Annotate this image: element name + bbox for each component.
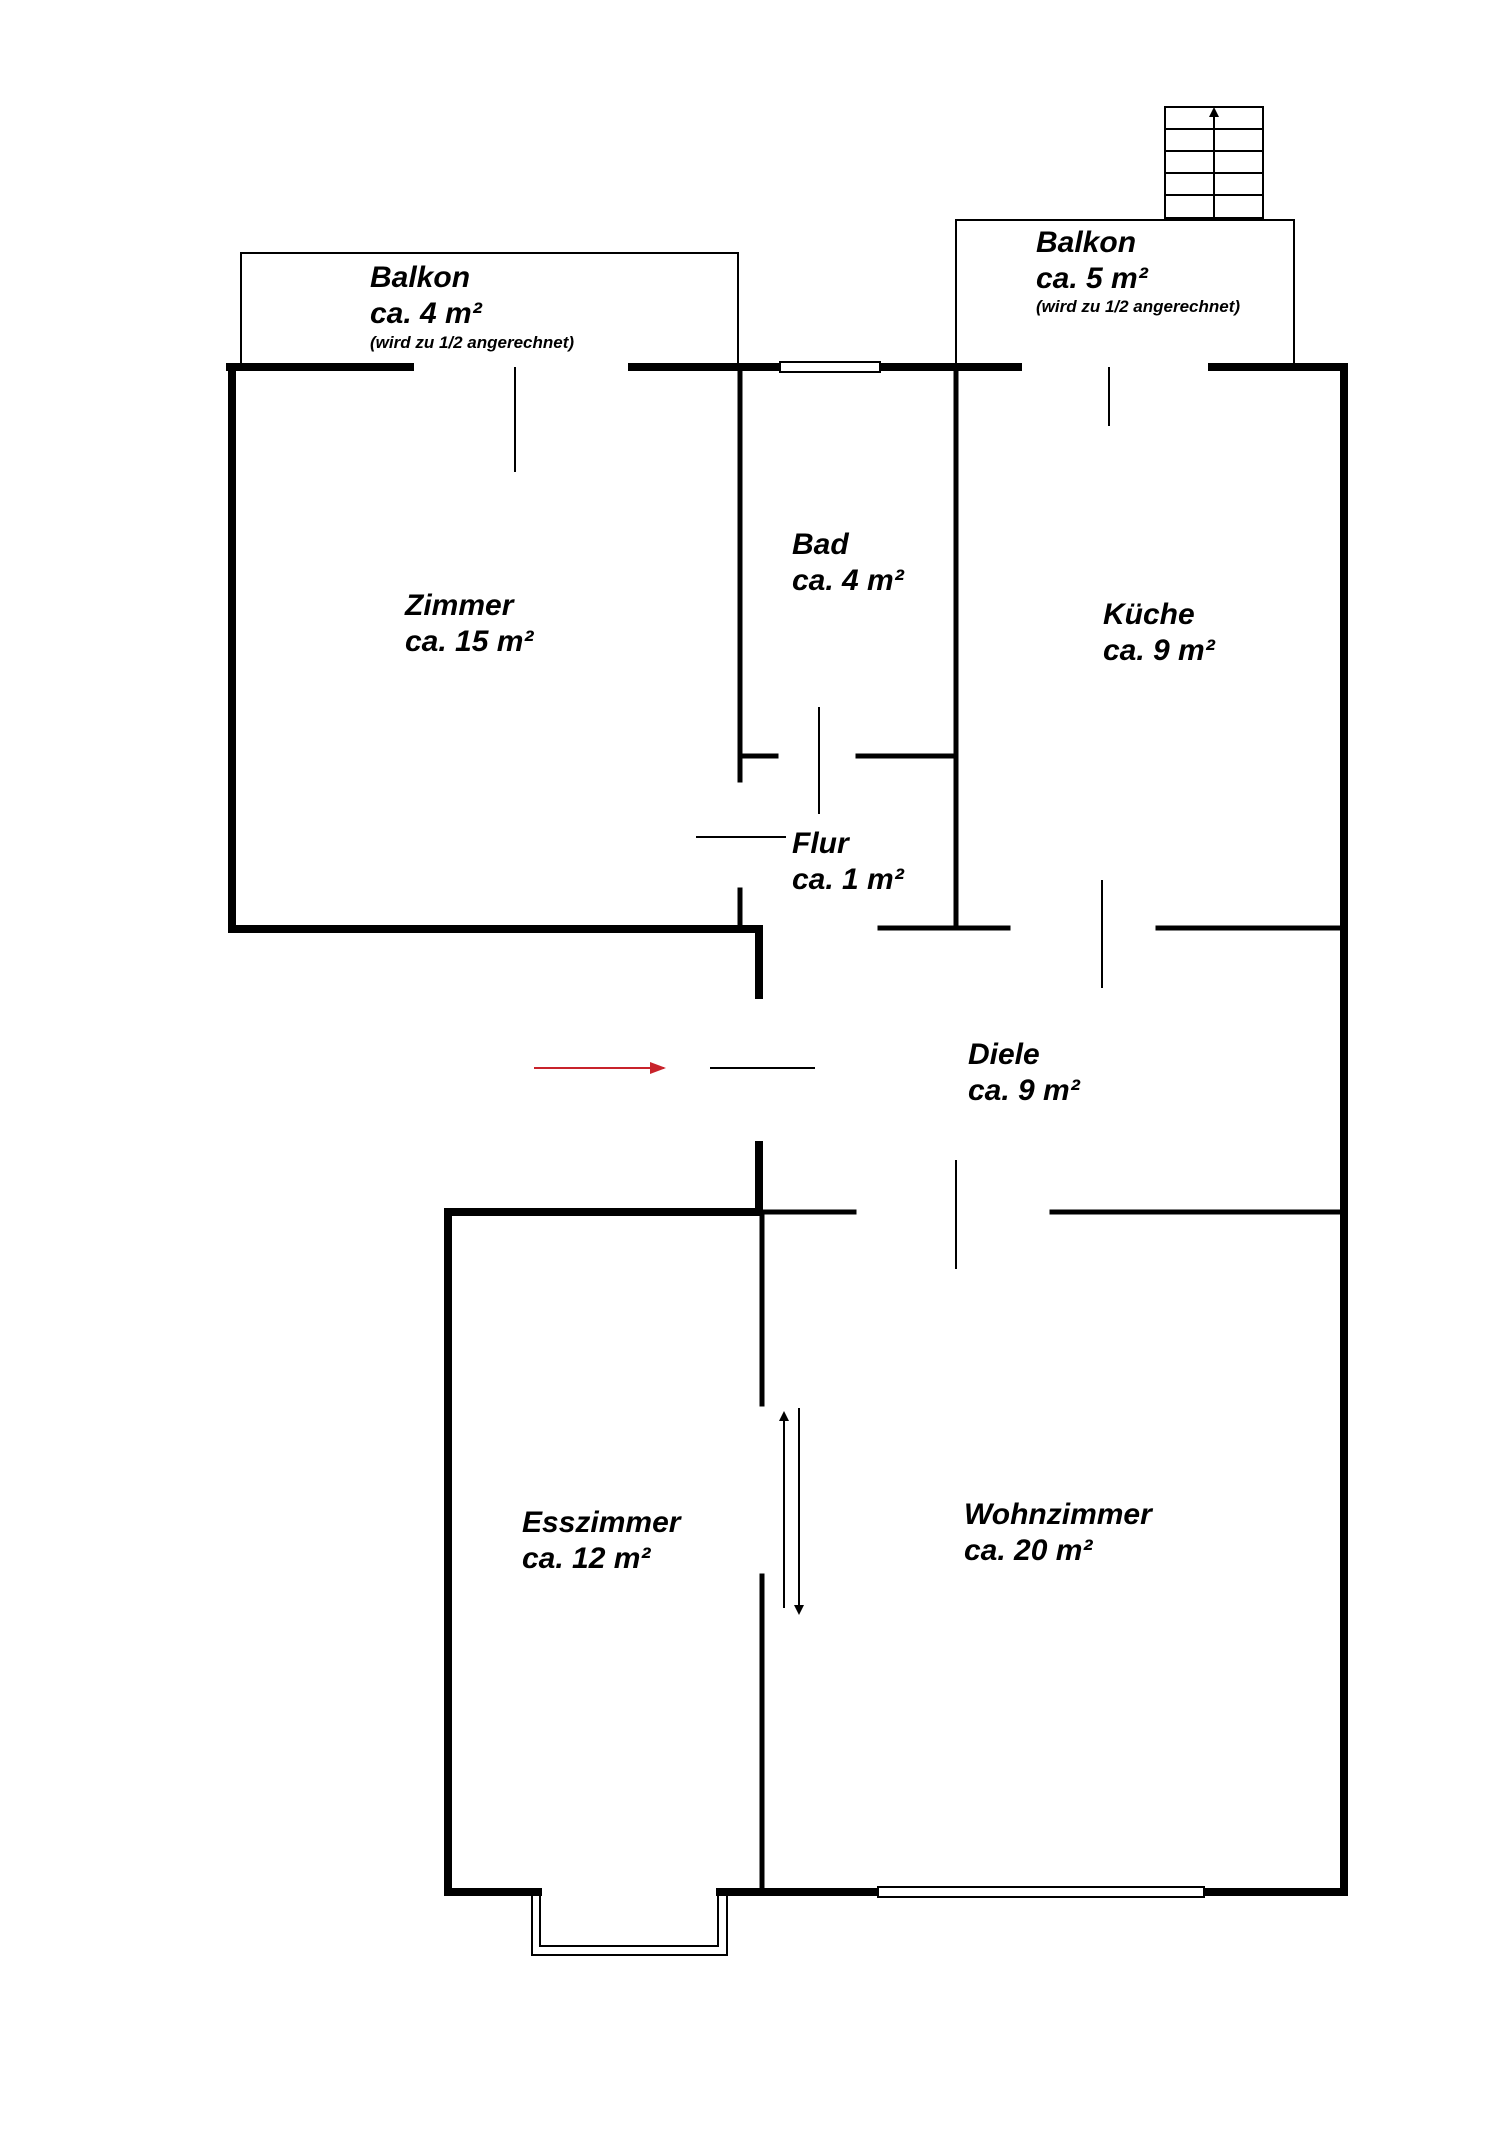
room-name: Diele	[968, 1038, 1040, 1071]
room-name: Bad	[792, 528, 849, 561]
room-name: Küche	[1103, 598, 1195, 631]
room-area: ca. 15 m²	[405, 625, 534, 658]
balcony-right-outline	[955, 219, 1295, 365]
label-esszimmer: Esszimmer ca. 12 m²	[522, 1506, 683, 1575]
label-flur: Flur ca. 1 m²	[792, 827, 905, 896]
staircase-up-icon	[1164, 106, 1264, 219]
window-bad	[779, 361, 881, 373]
label-balkon-left: Balkon ca. 4 m² (wird zu 1/2 angerechnet…	[370, 261, 574, 352]
room-area: ca. 9 m²	[968, 1074, 1081, 1107]
room-name: Wohnzimmer	[964, 1498, 1154, 1531]
label-balkon-right: Balkon ca. 5 m² (wird zu 1/2 angerechnet…	[1036, 226, 1240, 316]
label-wohnzimmer: Wohnzimmer ca. 20 m²	[964, 1498, 1154, 1567]
room-area: ca. 20 m²	[964, 1534, 1093, 1567]
walls	[226, 363, 1348, 1896]
label-zimmer: Zimmer ca. 15 m²	[404, 589, 534, 658]
room-area: ca. 1 m²	[792, 863, 905, 896]
door-lines	[514, 367, 1110, 1269]
window-wohnzimmer	[877, 1886, 1205, 1898]
room-name: Balkon	[370, 261, 470, 294]
room-note: (wird zu 1/2 angerechnet)	[370, 333, 574, 352]
room-area: ca. 4 m²	[792, 564, 905, 597]
room-area: ca. 5 m²	[1036, 262, 1149, 295]
label-bad: Bad ca. 4 m²	[792, 528, 905, 597]
room-name: Balkon	[1036, 226, 1136, 259]
room-name: Esszimmer	[522, 1506, 683, 1539]
room-note: (wird zu 1/2 angerechnet)	[1036, 297, 1240, 316]
room-area: ca. 12 m²	[522, 1542, 651, 1575]
label-diele: Diele ca. 9 m²	[968, 1038, 1081, 1107]
interior-walls	[737, 364, 1347, 1895]
sliding-door-arrows-icon	[779, 1408, 804, 1615]
room-name: Flur	[792, 827, 851, 860]
balcony-left-outline	[240, 252, 739, 365]
room-name: Zimmer	[404, 589, 516, 622]
room-area: ca. 9 m²	[1103, 634, 1216, 667]
bay-window-esszimmer	[531, 1896, 728, 1956]
label-kueche: Küche ca. 9 m²	[1103, 598, 1216, 667]
room-area: ca. 4 m²	[370, 297, 483, 330]
